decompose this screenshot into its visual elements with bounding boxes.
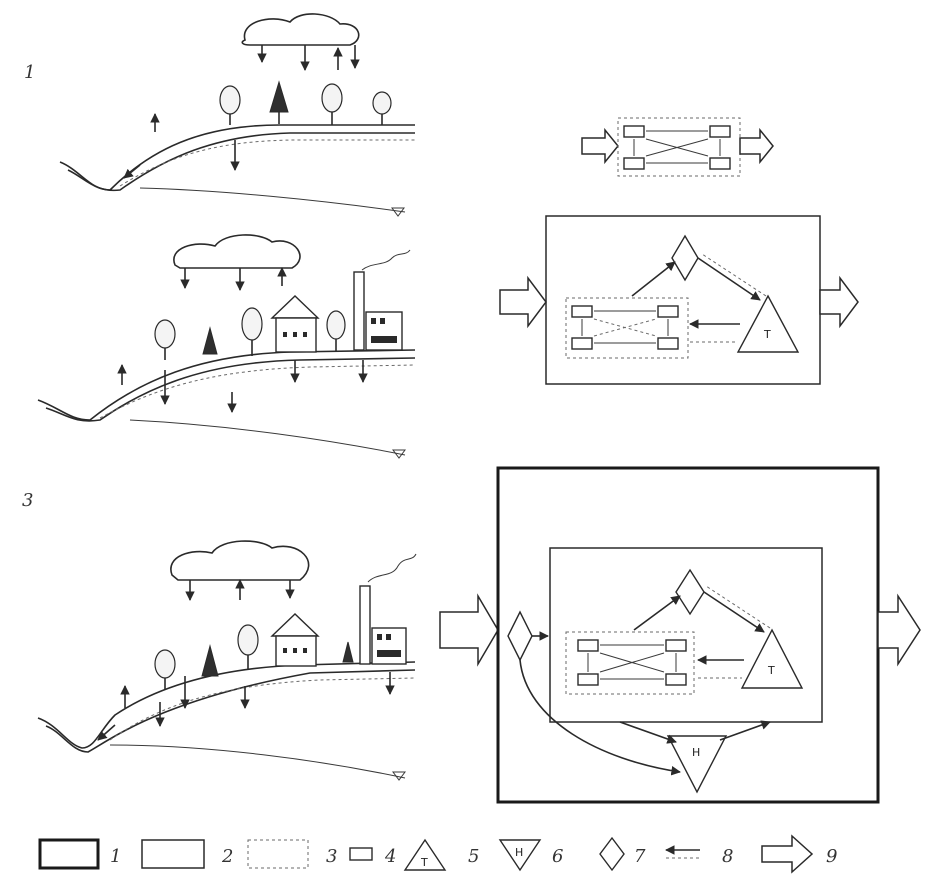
- svg-text:T: T: [763, 328, 771, 341]
- stage-2-landscape: [37, 234, 416, 459]
- stage-2-scheme: T: [499, 215, 859, 385]
- cloud: [241, 13, 360, 46]
- svg-text:2: 2: [221, 846, 233, 867]
- conifer-tree: [202, 326, 218, 355]
- technogenic-triangle: T: [740, 628, 804, 689]
- svg-text:H: H: [692, 746, 700, 759]
- deciduous-tree: [237, 624, 259, 670]
- svg-text:7: 7: [634, 846, 646, 867]
- legend: 1 2 3 4 T 5 H 6 7 8: [38, 834, 837, 874]
- svg-text:9: 9: [826, 846, 837, 867]
- stage-1-label: 1: [24, 62, 35, 83]
- legend-item: 1: [38, 838, 121, 870]
- cloud: [170, 540, 310, 581]
- regulator-diamond: [671, 234, 699, 282]
- legend-item: T 5: [403, 838, 479, 871]
- svg-text:5: 5: [468, 846, 479, 867]
- conifer-tree: [201, 644, 219, 677]
- ground-surface: [37, 349, 416, 421]
- stage-3-landscape: 3: [22, 490, 417, 781]
- legend-item: 4: [349, 846, 396, 867]
- house: [270, 613, 320, 667]
- svg-text:4: 4: [384, 846, 396, 867]
- regulator-diamond: [507, 610, 533, 662]
- legend-item: 3: [247, 839, 337, 869]
- deciduous-tree: [326, 310, 346, 352]
- factory: [353, 249, 411, 351]
- factory: [359, 553, 417, 665]
- legend-item: H 6: [498, 839, 563, 872]
- deciduous-tree: [154, 649, 176, 690]
- ground-surface: [37, 661, 416, 749]
- technogenic-triangle: T: [736, 294, 800, 353]
- svg-text:T: T: [767, 664, 775, 677]
- deciduous-tree: [241, 307, 263, 356]
- svg-text:H: H: [515, 846, 523, 859]
- stage-1-landscape: 1: [24, 13, 415, 217]
- legend-item: 2: [141, 839, 233, 869]
- legend-item: 7: [599, 836, 646, 872]
- deciduous-tree: [219, 85, 241, 125]
- stage-1-scheme: [581, 117, 774, 177]
- conifer-tree: [342, 641, 354, 663]
- human-triangle: H: [666, 735, 728, 794]
- svg-text:1: 1: [110, 846, 121, 867]
- cloud: [173, 234, 301, 269]
- ground-surface: [59, 124, 415, 191]
- legend-item: 8: [665, 845, 733, 867]
- conifer-tree: [269, 80, 289, 124]
- legend-item: 9: [761, 834, 837, 874]
- svg-text:T: T: [420, 856, 428, 869]
- deciduous-tree: [372, 91, 392, 125]
- svg-text:3: 3: [326, 846, 337, 867]
- deciduous-tree: [321, 83, 343, 125]
- stage-3-label: 3: [22, 490, 33, 511]
- svg-text:8: 8: [722, 846, 733, 867]
- deciduous-tree: [154, 319, 176, 360]
- svg-text:6: 6: [552, 846, 563, 867]
- stage-3-scheme: T H: [439, 466, 921, 804]
- house: [270, 295, 320, 353]
- regulator-diamond: [675, 568, 705, 616]
